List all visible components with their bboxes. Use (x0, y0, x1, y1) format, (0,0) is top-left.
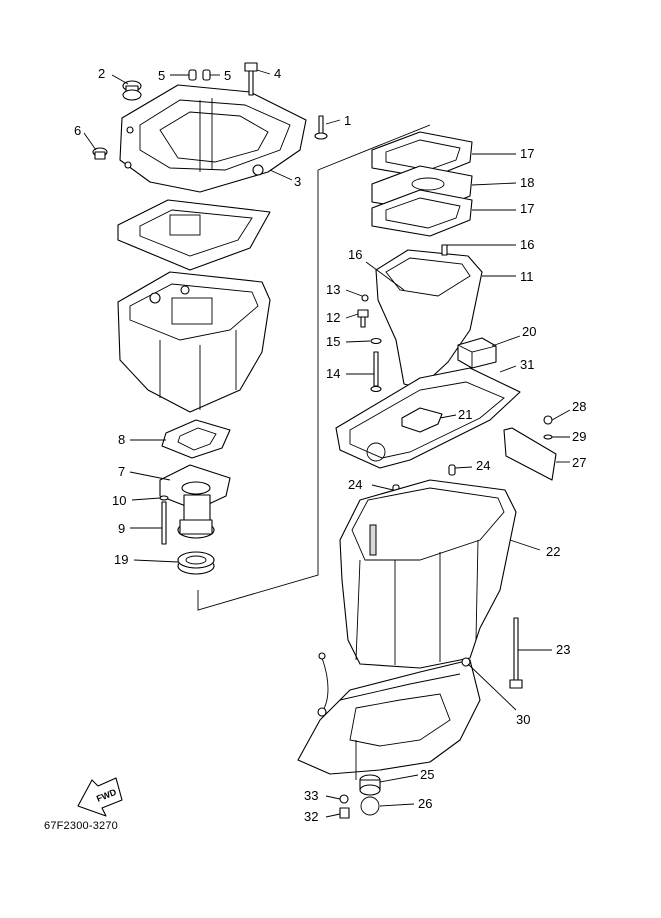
part-21 (401, 407, 443, 433)
callout-33: 33 (304, 788, 318, 803)
callout-25: 25 (420, 767, 434, 782)
callout-3: 3 (294, 174, 301, 189)
oil-seal-19 (177, 551, 215, 575)
group-bracket-lines (197, 124, 431, 611)
callout-31: 31 (520, 357, 534, 372)
gasket-stack (371, 131, 473, 237)
oil-pan (375, 244, 483, 389)
callout-11: 11 (520, 269, 534, 284)
callout-24-right: 24 (476, 458, 490, 473)
callout-16-right: 16 (520, 237, 534, 252)
callout-13: 13 (326, 282, 340, 297)
callout-7: 7 (118, 464, 125, 479)
gasket-8 (161, 419, 231, 459)
callout-14: 14 (326, 366, 340, 381)
dowel-pins (188, 69, 211, 81)
callout-32: 32 (304, 809, 318, 824)
callout-9: 9 (118, 521, 125, 536)
bolts-left-of-pan (357, 294, 382, 393)
callout-labels: 1 2 3 4 5 5 6 7 8 9 10 11 12 13 14 15 16… (74, 66, 586, 824)
small-fitting (92, 147, 108, 160)
callout-15: 15 (326, 334, 340, 349)
exhaust-housing (117, 271, 271, 413)
callout-4: 4 (274, 66, 281, 81)
callout-17-bottom: 17 (520, 201, 534, 216)
callout-21: 21 (458, 407, 472, 422)
pump-flange (159, 464, 231, 545)
callout-19: 19 (114, 552, 128, 567)
bolt-4 (244, 62, 258, 96)
lower-casing-22 (339, 479, 517, 669)
bracket-27 (503, 415, 557, 481)
callout-2: 2 (98, 66, 105, 81)
callout-23: 23 (556, 642, 570, 657)
callout-30: 30 (516, 712, 530, 727)
callout-18: 18 (520, 175, 534, 190)
callout-16-left: 16 (348, 247, 362, 262)
callout-28: 28 (572, 399, 586, 414)
leader-lines (83, 69, 571, 818)
callout-10: 10 (112, 493, 126, 508)
callout-22: 22 (546, 544, 560, 559)
callout-17-top: 17 (520, 146, 534, 161)
callout-1: 1 (344, 113, 351, 128)
callout-27: 27 (572, 455, 586, 470)
callout-5-right: 5 (224, 68, 231, 83)
drain-plug (122, 80, 142, 101)
bolt-1 (314, 115, 328, 140)
top-plate (119, 84, 307, 193)
fwd-direction-arrow: FWD (77, 777, 123, 817)
long-bolt-23 (509, 617, 523, 689)
callout-6: 6 (74, 123, 81, 138)
callout-8: 8 (118, 432, 125, 447)
upper-gasket (117, 199, 271, 271)
part-20-block (457, 337, 497, 369)
callout-5-left: 5 (158, 68, 165, 83)
small-parts-bottom (339, 774, 381, 819)
callout-29: 29 (572, 429, 586, 444)
lower-unit (297, 652, 481, 780)
diagram-reference-code: 67F2300-3270 (44, 820, 118, 832)
callout-26: 26 (418, 796, 432, 811)
callout-20: 20 (522, 324, 536, 339)
callout-12: 12 (326, 310, 340, 325)
callout-24-left: 24 (348, 477, 362, 492)
